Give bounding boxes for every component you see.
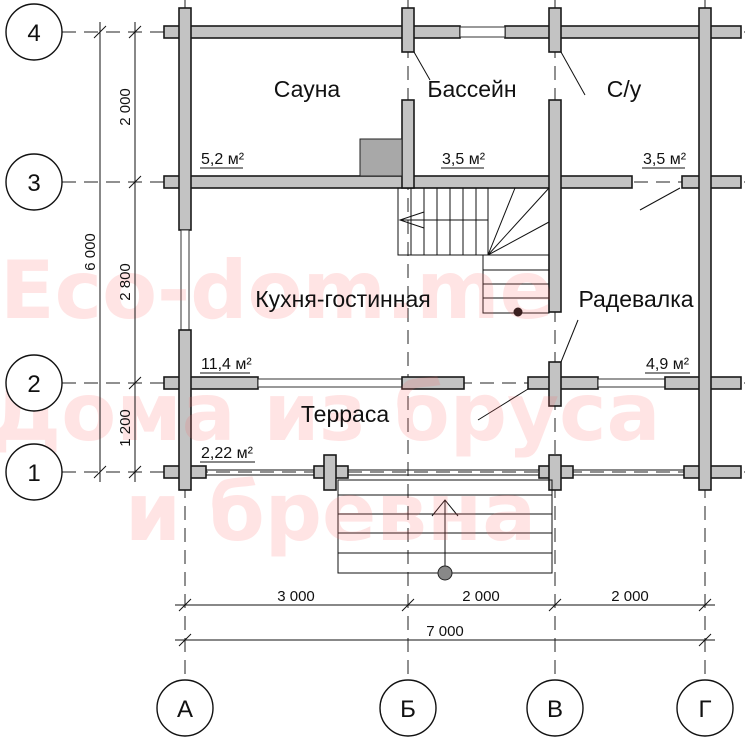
room-label-terrace: Терраса (301, 401, 389, 427)
svg-text:2 000: 2 000 (117, 88, 134, 126)
svg-text:2 000: 2 000 (462, 588, 500, 605)
svg-text:2 800: 2 800 (117, 263, 134, 301)
porch-stairs (337, 479, 553, 581)
room-label-dressing: Радевалка (578, 286, 693, 312)
room-label-wc: С/у (607, 76, 642, 102)
room-label-kitchen: Кухня-гостинная (255, 286, 430, 312)
svg-text:2 000: 2 000 (611, 588, 649, 605)
area-dressing: 4,9 м² (646, 356, 690, 373)
svg-text:6 000: 6 000 (82, 233, 99, 271)
svg-text:и бревна: и бревна (125, 466, 536, 559)
svg-text:1 200: 1 200 (117, 409, 134, 447)
area-kitchen: 11,4 м² (201, 356, 252, 373)
area-pool: 3,5 м² (442, 151, 486, 168)
area-wc: 3,5 м² (643, 151, 687, 168)
room-label-pool: Бассейн (427, 76, 516, 102)
axis-marker-a: А (177, 696, 193, 723)
room-label-sauna: Сауна (274, 76, 341, 102)
room-areas: 5,2 м² 3,5 м² 3,5 м² 11,4 м² 4,9 м² 2,22… (200, 151, 690, 463)
axis-marker-4: 4 (27, 20, 40, 47)
walls (163, 7, 742, 491)
vertical-dimensions: 6 000 2 000 2 800 1 200 (82, 22, 142, 482)
svg-text:Дома из бруса: Дома из бруса (0, 366, 661, 459)
axis-marker-b: Б (400, 696, 416, 723)
svg-text:3 000: 3 000 (277, 588, 315, 605)
internal-staircase (397, 187, 550, 317)
row-axis-markers: 4 3 2 1 (5, 3, 63, 501)
svg-text:7 000: 7 000 (426, 623, 464, 640)
horizontal-dimensions: 3 000 2 000 2 000 7 000 (175, 588, 715, 647)
room-labels: Сауна Бассейн С/у Кухня-гостинная Радева… (255, 76, 693, 427)
watermark: Eco-dom.me Дома из бруса и бревна (0, 244, 661, 559)
axis-marker-v: В (547, 696, 563, 723)
svg-text:Eco-dom.me: Eco-dom.me (0, 244, 554, 337)
area-terrace: 2,22 м² (201, 445, 254, 462)
axis-marker-2: 2 (27, 371, 40, 398)
area-sauna: 5,2 м² (201, 151, 245, 168)
sauna-stove (359, 138, 403, 177)
axis-marker-3: 3 (27, 170, 40, 197)
axis-marker-g: Г (699, 696, 712, 723)
axis-marker-1: 1 (27, 460, 40, 487)
column-axis-markers: А Б В Г (156, 679, 734, 737)
